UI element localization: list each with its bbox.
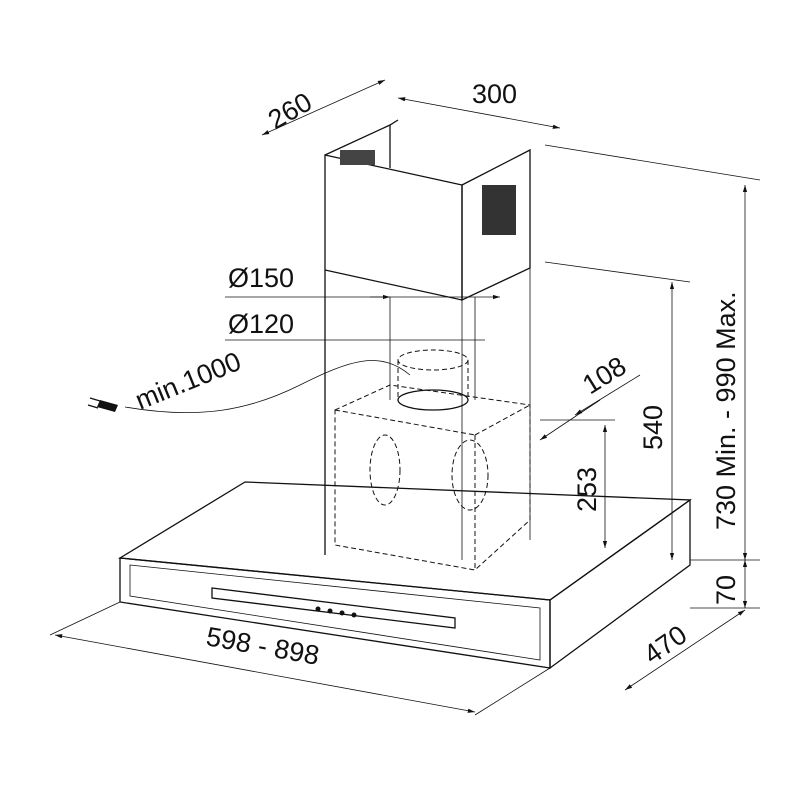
chimney	[324, 119, 531, 560]
vent-grille-icon	[340, 150, 516, 235]
canopy	[117, 481, 692, 670]
label-outlet-small: Ø120	[228, 309, 294, 339]
plug-icon	[87, 397, 118, 412]
label-canopy-width: 598 - 898	[204, 621, 322, 670]
label-canopy-depth: 470	[638, 619, 692, 669]
label-chimney-width: 300	[472, 79, 517, 109]
control-buttons	[315, 606, 357, 618]
label-outlet-large: Ø150	[228, 263, 294, 293]
label-chimney-depth: 260	[263, 87, 317, 136]
label-outlet-offset: 108	[577, 351, 631, 400]
label-motor-height: 540	[638, 405, 668, 450]
label-canopy-thickness: 70	[711, 575, 741, 605]
label-total-height: 730 Min. - 990 Max.	[711, 291, 741, 530]
motor-unit	[334, 349, 531, 571]
power-cable	[87, 360, 411, 414]
label-outlet-height: 253	[572, 467, 602, 512]
dimension-lines	[49, 79, 761, 716]
label-cable-length: min.1000	[131, 346, 245, 415]
